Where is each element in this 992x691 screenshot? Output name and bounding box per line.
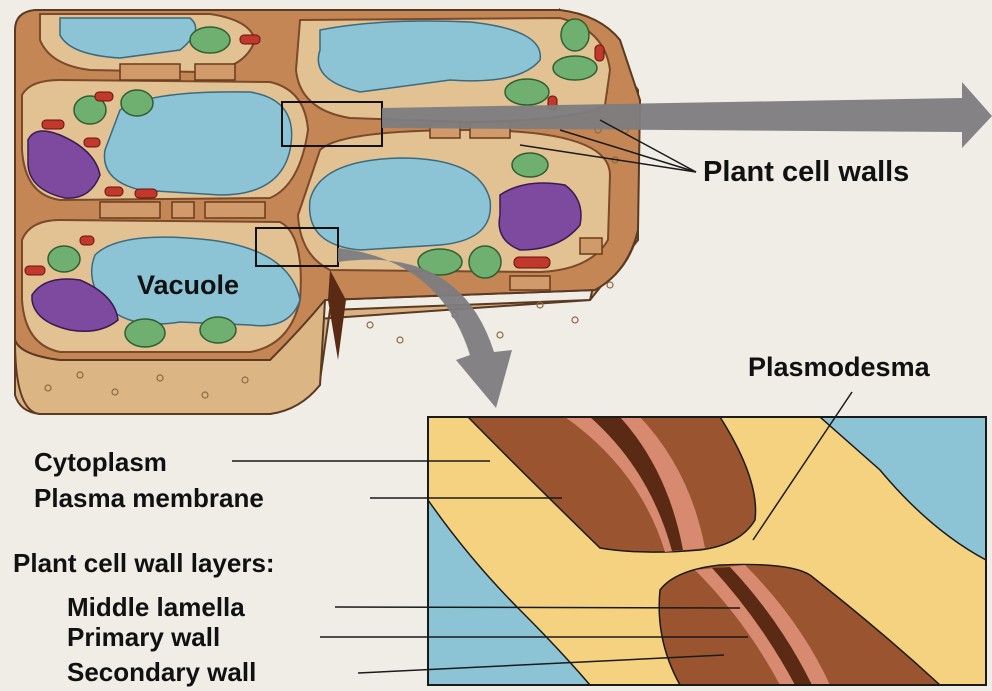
vacuole xyxy=(310,158,491,250)
mitochondrion xyxy=(25,266,45,275)
label-primary-wall: Primary wall xyxy=(67,624,220,650)
mitochondrion xyxy=(84,138,100,147)
label-plant-cell-walls: Plant cell walls xyxy=(703,158,909,187)
label-plasma-membrane: Plasma membrane xyxy=(34,485,264,511)
chloroplast xyxy=(200,317,236,343)
label-middle-lamella: Middle lamella xyxy=(67,594,245,620)
mitochondrion xyxy=(595,45,604,61)
label-wall-layers-heading: Plant cell wall layers: xyxy=(13,550,275,576)
mitochondrion xyxy=(95,92,113,101)
chloroplast xyxy=(469,246,501,278)
chloroplast xyxy=(48,246,80,272)
mitochondrion xyxy=(135,189,157,198)
chloroplast xyxy=(505,79,549,105)
chloroplast xyxy=(121,90,153,116)
chloroplast xyxy=(125,319,165,347)
label-plasmodesma: Plasmodesma xyxy=(748,354,930,381)
mitochondrion xyxy=(42,120,64,129)
chloroplast xyxy=(553,56,597,80)
leader-middle-lamella xyxy=(335,607,740,608)
mitochondrion xyxy=(105,187,123,196)
chloroplast xyxy=(561,19,589,51)
inset-detail xyxy=(428,417,986,685)
chloroplast xyxy=(512,153,548,177)
mitochondrion xyxy=(80,236,94,245)
chloroplast xyxy=(190,27,230,53)
mitochondrion xyxy=(514,257,550,268)
label-vacuole: Vacuole xyxy=(137,272,239,299)
label-secondary-wall: Secondary wall xyxy=(67,659,256,685)
label-cytoplasm: Cytoplasm xyxy=(34,449,167,475)
tissue-block xyxy=(15,10,640,414)
mitochondrion xyxy=(240,35,260,44)
